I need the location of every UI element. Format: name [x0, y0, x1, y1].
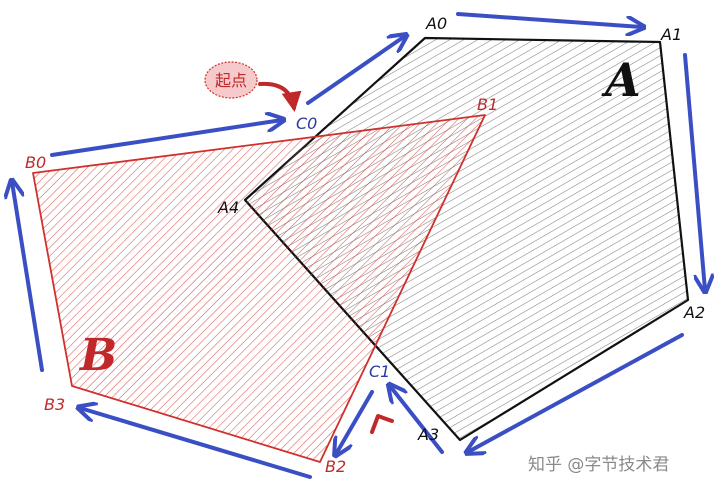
label-a1: A1 — [660, 25, 682, 44]
watermark: 知乎 @字节技术君 — [528, 455, 669, 475]
arrow-b2-to-b3 — [80, 408, 312, 479]
shape-b-letter: B — [78, 330, 117, 381]
arrow-start-to-a0 — [306, 36, 405, 105]
shape-a-letter: A — [601, 53, 641, 107]
arrow-a0-to-a1 — [456, 12, 642, 27]
label-b1: B1 — [477, 95, 498, 114]
label-a2: A2 — [683, 303, 705, 322]
turn-marker — [370, 414, 394, 434]
arrow-b0-to-c0 — [50, 120, 282, 157]
arrow-a3-to-c1 — [390, 386, 444, 454]
traversal-arrows — [12, 12, 705, 479]
start-label: 起点 — [215, 71, 247, 90]
label-b0: B0 — [25, 153, 46, 172]
label-c0: C0 — [296, 114, 317, 133]
label-b2: B2 — [325, 457, 346, 476]
start-badge — [204, 61, 258, 99]
label-b3: B3 — [44, 395, 65, 414]
arrow-a1-to-a2 — [683, 53, 705, 290]
start-marker: 起点 — [204, 61, 302, 112]
label-a3: A3 — [417, 425, 439, 444]
label-c1: C1 — [369, 362, 390, 381]
arrow-c1-to-b2 — [336, 390, 374, 454]
polygon-b — [32, 114, 486, 463]
label-a4: A4 — [217, 198, 239, 217]
label-a0: A0 — [425, 14, 447, 33]
arrow-a2-to-a3 — [468, 333, 684, 452]
start-arrow — [258, 81, 302, 112]
arrow-b3-to-b0 — [12, 182, 44, 372]
